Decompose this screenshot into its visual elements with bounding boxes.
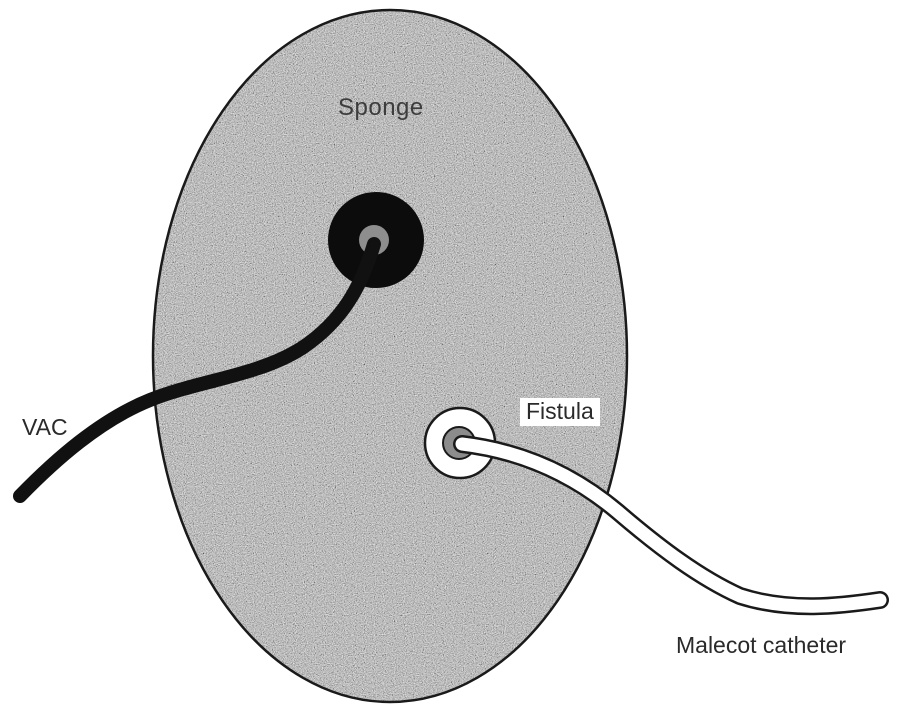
malecot-catheter-label: Malecot catheter <box>676 634 846 657</box>
vac-label: VAC <box>22 416 68 439</box>
fistula-label: Fistula <box>520 398 600 426</box>
sponge-label: Sponge <box>338 96 424 120</box>
